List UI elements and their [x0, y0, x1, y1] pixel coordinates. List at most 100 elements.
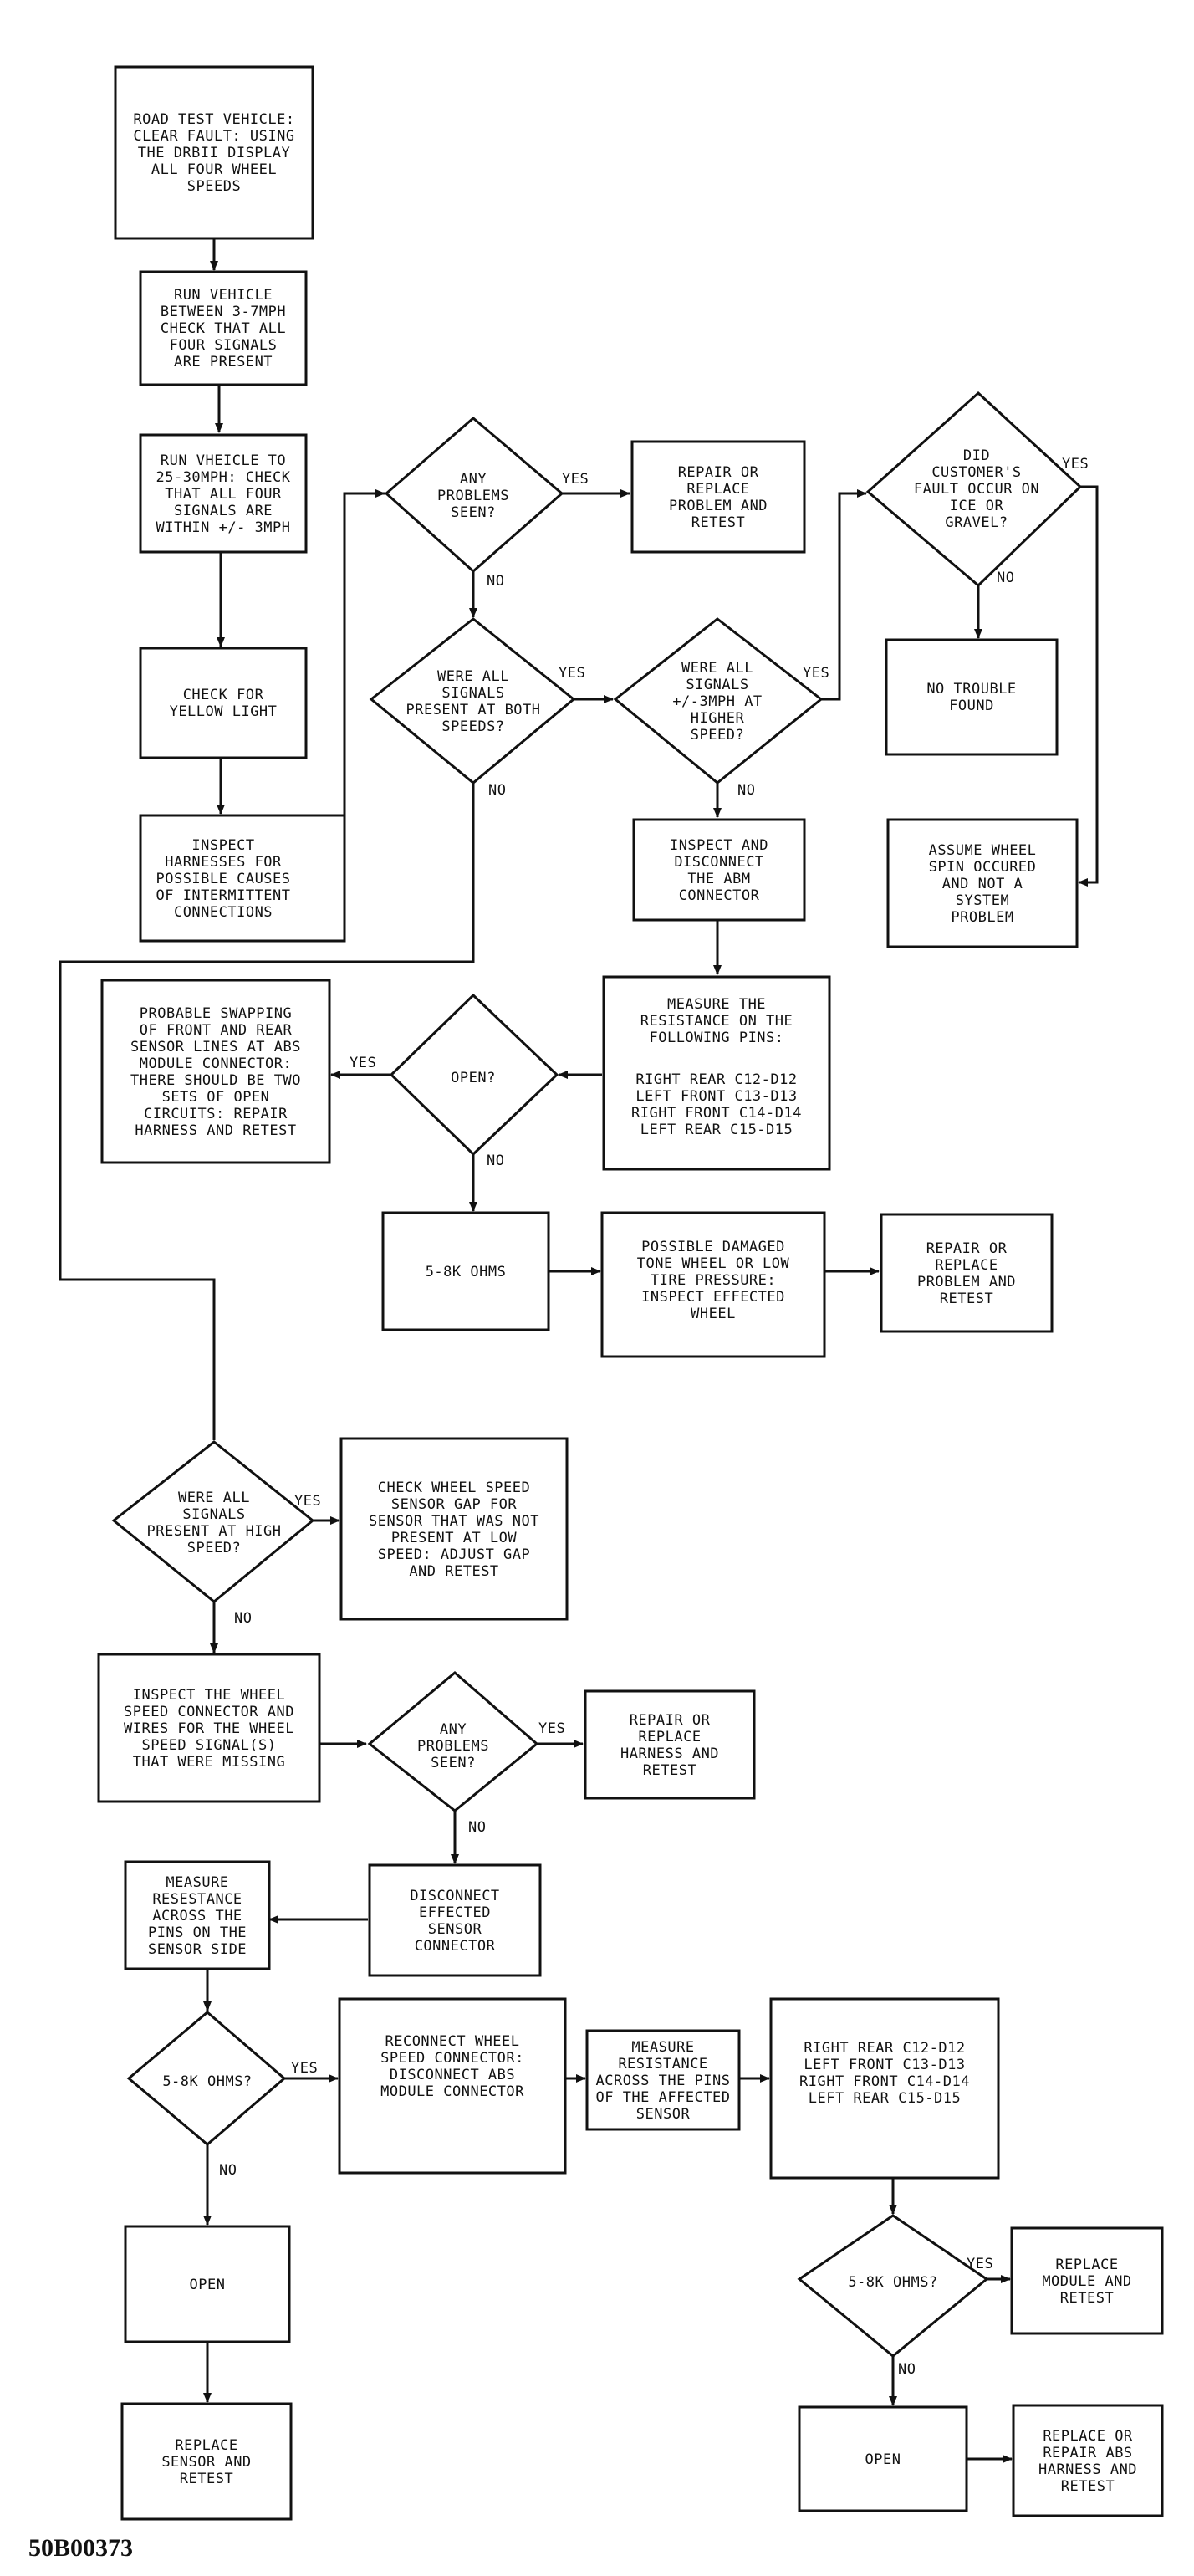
node-text-line: FOUND — [949, 698, 994, 714]
node-text-line: REPLACE — [686, 481, 749, 498]
node-text-line: OF INTERMITTENT — [156, 887, 290, 904]
node-text-line: REPAIR OR — [630, 1712, 711, 1729]
node-text-line: SENSOR LINES AT ABS — [130, 1039, 301, 1055]
node-text-line: SENSOR THAT WAS NOT — [369, 1513, 539, 1530]
node-text-line: CIRCUITS: REPAIR — [144, 1106, 288, 1122]
node-text-line: CUSTOMER'S — [931, 464, 1021, 481]
node-text-line: SPEED? — [187, 1540, 241, 1556]
node-text-line: INSPECT EFFECTED — [641, 1289, 785, 1306]
node-text-line: SPEED? — [691, 727, 744, 744]
node-text-line: SENSOR — [636, 2106, 691, 2123]
node-text-line: SIGNALS — [686, 677, 748, 693]
node-text-line: DID — [963, 447, 990, 464]
label-yes: YES — [350, 1055, 376, 1071]
node-text-line: SENSOR SIDE — [148, 1941, 247, 1958]
node-text-line: OPEN — [865, 2451, 901, 2468]
node-text-line: RESISTANCE — [618, 2056, 707, 2073]
node-text-line: OF FRONT AND REAR — [140, 1022, 293, 1039]
node-text-line: OF THE AFFECTED — [595, 2089, 730, 2106]
node-text-line: ROAD TEST VEHICLE: — [133, 111, 294, 128]
node-text-line: ANY — [440, 1721, 467, 1738]
decision-ohms-q1: 5-8K OHMS? — [126, 2011, 287, 2146]
node-text-line: RETEST — [1061, 2478, 1115, 2495]
node-text-line: ACROSS THE PINS — [595, 2073, 730, 2089]
node-text-line: THE DRBII DISPLAY — [138, 145, 291, 161]
decision-open: OPEN? — [389, 993, 559, 1157]
node-open-1: OPEN — [124, 2225, 291, 2343]
node-text-line: RESISTANCE ON THE — [640, 1013, 793, 1030]
node-text-line: MODULE CONNECTOR — [380, 2083, 524, 2100]
node-text-line: PRESENT AT LOW — [391, 1530, 518, 1546]
decision-ohms-q2: 5-8K OHMS? — [797, 2214, 989, 2358]
node-text-line: RETEST — [643, 1762, 696, 1779]
node-text-line: RETEST — [1060, 2290, 1114, 2307]
node-text-line: CHECK FOR — [183, 687, 264, 703]
node-text-line: PROBLEMS — [437, 488, 509, 504]
label-yes: YES — [967, 2256, 993, 2272]
node-text-line: PRESENT AT BOTH — [406, 702, 540, 718]
label-yes: YES — [1062, 456, 1089, 473]
node-text-line: 5-8K OHMS — [426, 1264, 507, 1280]
edge-allboth-allhigh — [59, 783, 475, 1440]
node-text-line: SIGNALS — [182, 1506, 245, 1523]
node-text-line: REPAIR OR — [926, 1240, 1008, 1257]
node-text-line: 25-30MPH: CHECK — [156, 469, 290, 486]
node-text-line: GRAVEL? — [945, 514, 1008, 531]
label-no: NO — [737, 782, 755, 799]
label-no: NO — [468, 1819, 486, 1836]
node-text-line: INSPECT — [191, 837, 254, 854]
node-text-line: REPLACE — [638, 1729, 701, 1745]
node-text-line: REPAIR OR — [678, 464, 759, 481]
node-text-line: ACROSS THE — [152, 1908, 242, 1924]
node-text-line: CONNECTIONS — [174, 904, 273, 921]
node-text-line: CHECK WHEEL SPEED — [378, 1480, 531, 1496]
node-text-line: AND RETEST — [409, 1563, 498, 1580]
node-text-line: SPIN OCCURED — [929, 859, 1037, 876]
node-text-line: HARNESS AND — [620, 1745, 719, 1762]
node-text-line: HARNESS AND RETEST — [135, 1122, 296, 1139]
node-text-line: SENSOR — [428, 1921, 482, 1938]
label-yes: YES — [803, 665, 829, 682]
label-yes: YES — [538, 1720, 565, 1737]
node-text-line: LEFT REAR C15-D15 — [809, 2090, 962, 2107]
node-text-line: ANY — [460, 471, 487, 488]
node-text-line: SPEED: ADJUST GAP — [378, 1546, 531, 1563]
node-text-line: POSSIBLE CAUSES — [156, 871, 290, 887]
edge-within3-customer — [821, 489, 867, 701]
node-text-line: ALL FOUR WHEEL — [151, 161, 277, 178]
node-text-line: RETEST — [940, 1291, 993, 1307]
node-text-line: INSPECT THE WHEEL — [133, 1687, 286, 1704]
node-text-line: PROBLEM AND — [669, 498, 768, 514]
edge-measuresensor-ohmsq1 — [206, 1969, 209, 2009]
node-text-line: REPLACE — [1055, 2257, 1118, 2273]
edge-labels: YES NO YES NO YES NO YES NO YES NO YES N… — [219, 456, 1089, 2378]
node-text-line: SPEED CONNECTOR: — [380, 2050, 524, 2067]
node-text-line: INSPECT AND — [670, 837, 768, 854]
node-text-line: MODULE CONNECTOR: — [140, 1055, 293, 1072]
node-text-line: PROBLEM — [951, 909, 1013, 926]
node-text-line: REPLACE OR — [1043, 2428, 1133, 2445]
node-text-line: DISCONNECT — [410, 1888, 499, 1904]
node-text-line: SETS OF OPEN — [162, 1089, 270, 1106]
node-text-line: PRESENT AT HIGH — [146, 1523, 281, 1540]
node-open-2: OPEN — [798, 2405, 968, 2512]
node-text-line: MEASURE — [166, 1874, 228, 1891]
node-text-line: RUN VEHICLE — [174, 287, 273, 304]
label-yes: YES — [294, 1493, 321, 1510]
node-text-line: MEASURE — [631, 2039, 694, 2056]
node-text-line: DISCONNECT ABS — [390, 2067, 515, 2083]
